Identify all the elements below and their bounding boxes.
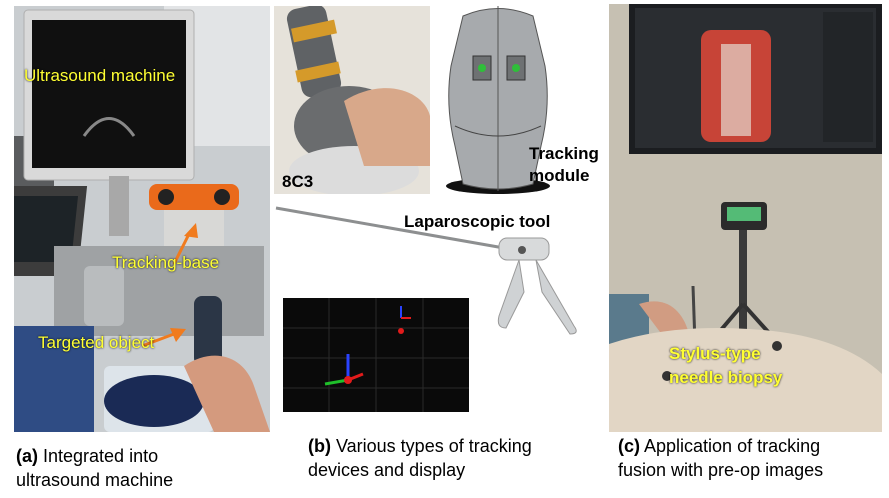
caption-b-line1: Various types of tracking: [330, 436, 532, 456]
label-module: module: [529, 166, 590, 185]
axes-display-illustration: [283, 298, 469, 412]
caption-a-line1: Integrated into: [38, 446, 159, 466]
tracking-display: [283, 298, 469, 412]
caption-a-tag: (a): [16, 446, 38, 466]
laparoscopic-tool-illustration: [275, 206, 577, 335]
caption-b-tag: (b): [308, 436, 331, 456]
caption-c-line2: fusion with pre-op images: [618, 460, 824, 480]
tracking-module-illustration: [446, 6, 550, 194]
photo-8c3-probe: 8C3: [274, 6, 430, 194]
label-laparoscopic-tool: Laparoscopic tool: [404, 212, 551, 231]
label-ultrasound-machine: Ultrasound machine: [24, 66, 176, 85]
label-targeted-object: Targeted object: [38, 333, 155, 352]
render-tracking-module: Tracking module: [433, 6, 603, 194]
caption-b: (b) Various types of tracking devices an…: [308, 434, 532, 482]
photo-ultrasound-machine: Ultrasound machine Tracking-base Targete…: [14, 6, 270, 432]
label-stylus-type: Stylus-type: [669, 344, 761, 363]
caption-c-tag: (c): [618, 436, 640, 456]
application-scene-illustration: [609, 4, 882, 432]
ultrasound-scene-illustration: [14, 6, 270, 432]
caption-b-line2: devices and display: [308, 460, 466, 480]
photo-tracking-application: Stylus-type needle biopsy: [609, 4, 882, 432]
label-8c3: 8C3: [282, 172, 314, 191]
caption-c-line1: Application of tracking: [640, 436, 821, 456]
label-tracking-base: Tracking-base: [112, 253, 220, 272]
caption-a-line2: ultrasound machine: [16, 470, 174, 490]
label-needle-biopsy: needle biopsy: [669, 368, 783, 387]
probe-illustration: [274, 6, 430, 194]
caption-c: (c) Application of tracking fusion with …: [618, 434, 823, 482]
caption-a: (a) Integrated into ultrasound machine: [16, 444, 173, 492]
label-tracking: Tracking: [529, 144, 599, 163]
